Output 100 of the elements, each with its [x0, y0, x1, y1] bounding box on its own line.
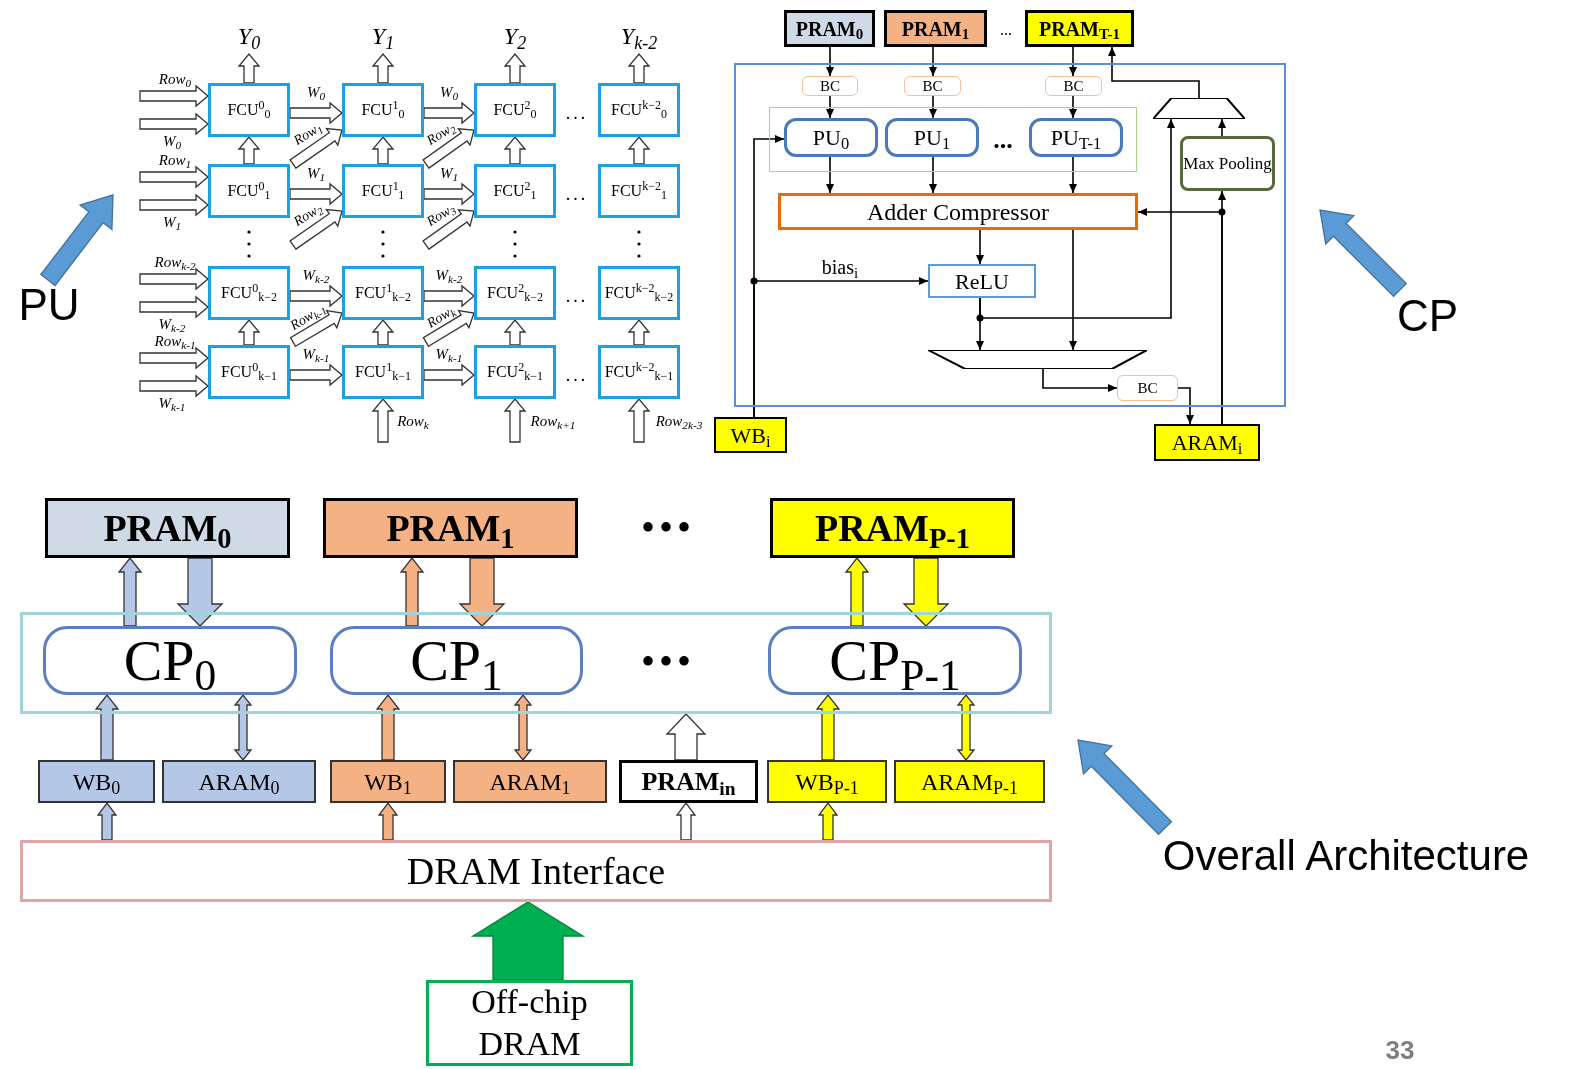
- block-arrow: [422, 309, 475, 347]
- pram-label: PRAM$_{P-1}$: [814, 505, 971, 556]
- pram-box: [1025, 10, 1134, 47]
- edge-label: Row$_{2k-3}$: [655, 413, 703, 429]
- block-arrow: [371, 398, 395, 443]
- edge-label: Row$_{k-1}$: [154, 333, 196, 349]
- aram-box: [453, 760, 607, 803]
- block-arrow: [627, 136, 651, 165]
- block-arrow: [399, 556, 425, 627]
- block-arrow: [117, 556, 143, 627]
- edge-label: W$_{k-2}$: [302, 267, 330, 283]
- edge-label: W$_{1}$: [162, 214, 182, 230]
- ellipsis: ...: [1000, 22, 1012, 38]
- block-arrow: [289, 284, 343, 308]
- block-arrow: [237, 136, 261, 165]
- arrow: [1218, 118, 1226, 137]
- block-arrow: [289, 309, 343, 347]
- block-arrow: [289, 182, 343, 206]
- block-arrow: [627, 398, 651, 443]
- bc-label: BC: [820, 78, 840, 94]
- edge-label: Y$_{2}$: [503, 24, 527, 48]
- edge-label: Row$_{k+1}$: [530, 413, 576, 429]
- max-pooling-box: [1180, 136, 1275, 191]
- cp-label: CP$_{P-1}$: [829, 631, 961, 690]
- arrow: [753, 277, 929, 418]
- fcu-box: [342, 345, 424, 399]
- block-arrow: [289, 208, 343, 250]
- block-arrow: [1077, 739, 1173, 835]
- pram-in-label: PRAM$_{in}$: [641, 766, 736, 801]
- arrow: [1069, 229, 1077, 351]
- block-arrow: [423, 182, 475, 206]
- block-arrow: [371, 136, 395, 165]
- block-arrow: [422, 209, 475, 250]
- pram-in-box: [619, 760, 758, 803]
- arrow: [929, 156, 937, 194]
- cp-box: [43, 626, 297, 695]
- edge-label: W$_{k-2}$: [158, 316, 186, 332]
- ellipsis: ...: [565, 185, 589, 203]
- block-arrow: [675, 801, 697, 841]
- block-arrow: [470, 901, 586, 981]
- edge-label: Y$_{0}$: [237, 24, 261, 48]
- dram-interface-box: [20, 840, 1052, 902]
- pu-label: PU$_{T-1}$: [1050, 124, 1102, 154]
- block-arrow: [1319, 209, 1408, 298]
- arrow: [826, 95, 834, 119]
- arrow: [929, 46, 937, 77]
- edge-label: Y$_{k-2}$: [620, 24, 658, 48]
- arrow: [979, 118, 1175, 319]
- pu-label: PU$_{1}$: [913, 124, 951, 154]
- bc-box: [802, 76, 858, 96]
- cp-block-frame: [734, 63, 1286, 407]
- edge-label: W$_{k-1}$: [158, 395, 186, 411]
- max-pooling-label: Max Pooling: [1183, 152, 1272, 175]
- fcu-box: [208, 266, 290, 320]
- arrow: [1108, 46, 1200, 99]
- off-chip-dram-label: Off-chip DRAM: [470, 981, 589, 1064]
- multiplexer-trapezoid: [928, 350, 1147, 369]
- weight-buffer-label: WB$_{P-1}$: [795, 767, 859, 800]
- weight-buffer-box: [714, 417, 787, 453]
- block-arrow: [371, 319, 395, 346]
- edge-label: Row$_{k}$: [397, 413, 429, 429]
- aram-box: [894, 760, 1045, 803]
- weight-buffer-label: WB$_{0}$: [72, 767, 121, 800]
- arrow: [1069, 156, 1077, 194]
- edge-label: bias$_{i}$: [821, 257, 859, 277]
- block-arrow: [139, 165, 209, 189]
- overall-architecture-caption: Overall Architecture: [1128, 828, 1564, 884]
- weight-buffer-box: [767, 760, 887, 803]
- fcu-box: [208, 345, 290, 399]
- block-arrow: [817, 801, 839, 841]
- pu-box: [885, 118, 979, 157]
- ellipsis: ...: [993, 127, 1013, 153]
- double-block-arrow: [956, 693, 976, 762]
- block-arrow: [139, 112, 209, 136]
- block-arrow: [422, 128, 475, 169]
- fcu-box: [342, 83, 424, 137]
- bc-box: [1045, 76, 1102, 96]
- cp-array-frame: [20, 612, 1052, 714]
- block-arrow: [815, 693, 841, 761]
- edge-label: W$_{k-2}$: [435, 267, 463, 283]
- block-arrow: [503, 136, 527, 165]
- arrow: [1069, 46, 1077, 77]
- fcu-box: [342, 164, 424, 218]
- bc-label: BC: [1063, 78, 1084, 94]
- pram-box: [884, 10, 987, 47]
- block-arrow: [40, 194, 114, 287]
- block-arrow: [139, 84, 209, 108]
- fcu-box: [474, 345, 556, 399]
- multiplexer-trapezoid: [1153, 98, 1245, 119]
- block-arrow: [902, 557, 950, 627]
- pram-label: PRAM$_{T-1}$: [1038, 16, 1121, 44]
- edge-label: W$_{0}$: [306, 84, 326, 100]
- block-arrow: [139, 295, 209, 319]
- weight-buffer-box: [330, 760, 446, 803]
- fcu-box: [208, 164, 290, 218]
- pu-box: [1029, 118, 1123, 157]
- cp-label: CP$_{1}$: [410, 631, 503, 690]
- edge-label: W$_{1}$: [439, 165, 459, 181]
- pram-label: PRAM$_{0}$: [795, 16, 864, 44]
- block-arrow: [503, 319, 527, 346]
